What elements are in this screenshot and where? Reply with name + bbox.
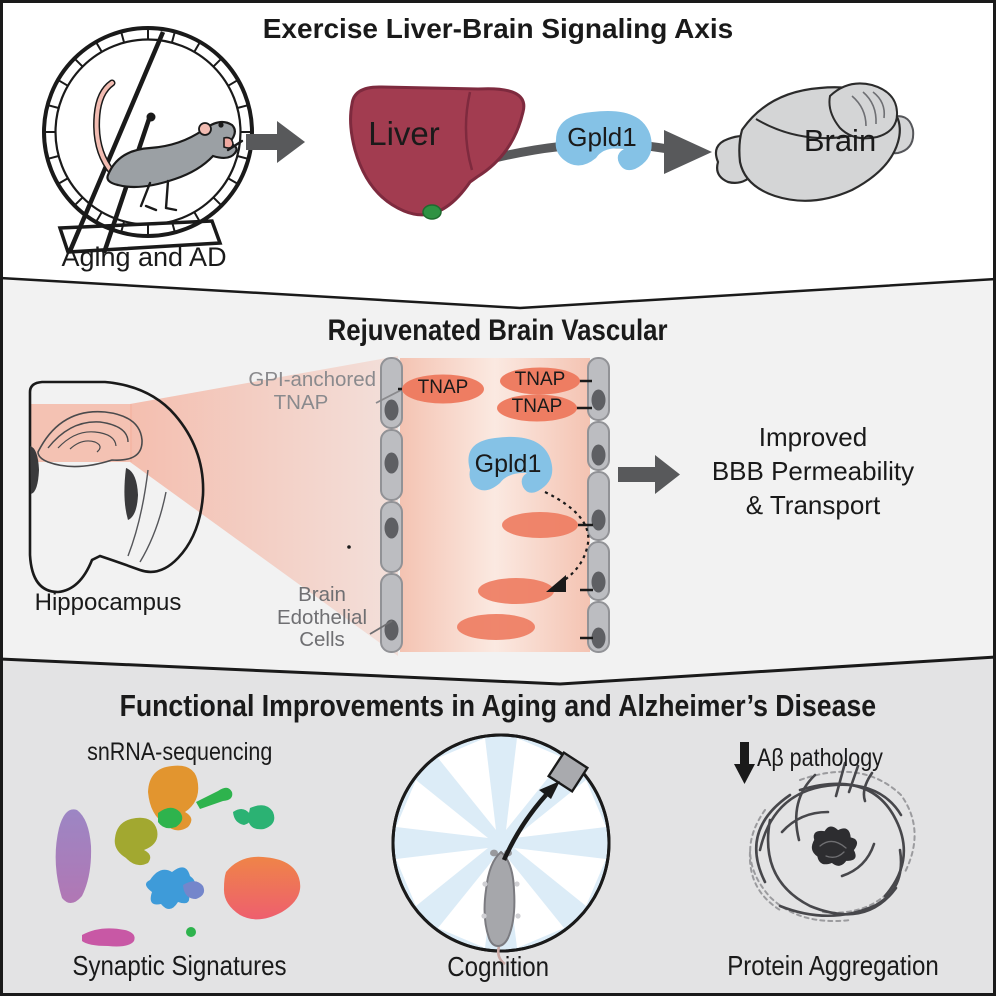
gpi-anchored-label: GPI-anchored TNAP: [248, 368, 376, 414]
umap-emerald-patch: [158, 807, 183, 829]
mouse-on-wheel-icon: [93, 79, 244, 212]
plaque-core-texture: [819, 840, 847, 858]
gallbladder-icon: [422, 204, 442, 220]
arrow-vessel-to-outcome: [618, 455, 680, 494]
umap-emerald-arm: [196, 787, 233, 809]
mouse-ear: [198, 122, 212, 136]
arrow-wheel-to-liver: [246, 121, 305, 163]
wheel-outer-ring: [42, 26, 254, 238]
liver-label: Liver: [368, 115, 440, 152]
umap-green-dot: [186, 927, 196, 937]
water-maze-icon: [391, 733, 611, 966]
section-dark-mark-left: [30, 446, 39, 494]
liver-icon: [349, 85, 526, 220]
decrease-arrow-icon: [734, 742, 755, 784]
gpld1-blob-middle: [468, 436, 553, 493]
maze-mouse-tail: [496, 945, 506, 966]
maze-platform: [546, 750, 590, 794]
endothelial-wall-right: [587, 357, 610, 653]
endothelial-wall-left: [380, 357, 403, 653]
umap-olive-blob: [114, 817, 158, 866]
mouse-legs: [139, 139, 244, 212]
wheel-caption: Aging and AD: [61, 242, 227, 272]
amyloid-plaque-icon: [748, 761, 916, 922]
running-wheel-illustration: [42, 26, 254, 254]
maze-wedges: [396, 738, 606, 948]
plaque-fibrils: [754, 761, 906, 918]
tnap-label-right-2: TNAP: [511, 396, 563, 417]
umap-plot: [55, 765, 301, 947]
gpld1-label-middle: Gpld1: [474, 450, 542, 478]
cognition-caption: Cognition: [447, 951, 549, 982]
top-panel-title: Exercise Liver-Brain Signaling Axis: [262, 13, 734, 44]
liver-lobe-divider: [464, 91, 474, 171]
tnap-label-right-1: TNAP: [514, 369, 566, 390]
bottom-panel-title: Functional Improvements in Aging and Alz…: [119, 688, 877, 723]
gpld1-label-top: Gpld1: [567, 122, 637, 152]
umap-blue-star: [145, 867, 196, 910]
hippocampus-label: Hippocampus: [34, 589, 182, 616]
snrna-label: snRNA-sequencing: [87, 738, 273, 766]
umap-magenta-crescent: [82, 928, 135, 947]
gpld1-action-arrow: [544, 491, 590, 592]
panel-divider-bottom: [0, 655, 996, 686]
panel-divider-top: [0, 276, 996, 310]
wheel-hub: [146, 112, 156, 122]
maze-path-arrow: [501, 781, 560, 861]
umap-salmon-blob: [223, 856, 301, 920]
stray-dot: [347, 545, 351, 549]
gpld1-blob-top: [555, 110, 652, 171]
umap-teal-blob: [233, 805, 275, 830]
brain-icon: [714, 82, 915, 202]
protein-aggregation-caption: Protein Aggregation: [727, 950, 939, 981]
transported-tnap-ellipses: [457, 512, 593, 640]
hippocampus-section-icon: [28, 380, 205, 594]
mouse-eye: [218, 122, 224, 128]
brain-label: Brain: [803, 123, 877, 158]
mouse-mouth: [223, 136, 234, 149]
middle-panel-title: Rejuvenated Brain Vascular: [328, 314, 668, 347]
outcome-label: Improved BBB Permeability & Transport: [711, 422, 915, 520]
synaptic-caption: Synaptic Signatures: [72, 950, 288, 981]
endothelial-cells-label: Brain Edothelial Cells: [276, 583, 368, 652]
abeta-pathology-label: Aβ pathology: [757, 744, 883, 772]
section-dark-mark-right: [124, 468, 138, 520]
endothelial-pointer-line: [369, 620, 393, 635]
plaque-core: [811, 826, 858, 866]
tnap-ellipses: [398, 367, 592, 422]
tnap-label-left: TNAP: [417, 377, 469, 398]
umap-periwinkle-blob: [183, 881, 205, 899]
wheel-rungs: [44, 28, 252, 236]
umap-purple-crescent: [55, 809, 92, 904]
cerebellum-striations: [851, 91, 886, 127]
